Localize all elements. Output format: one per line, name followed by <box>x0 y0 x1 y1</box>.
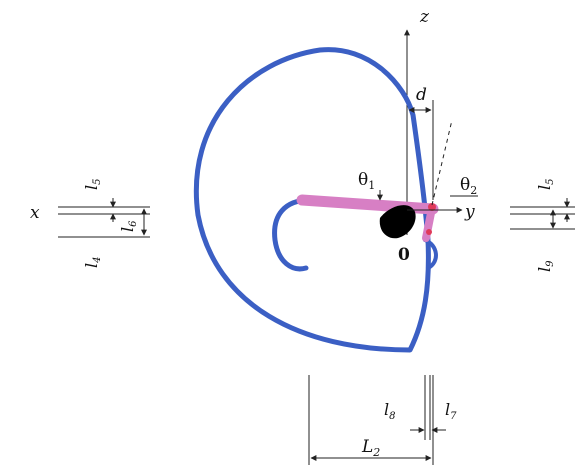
l5-left-label: l5 <box>82 179 103 191</box>
arm-joint <box>428 203 436 211</box>
stem-joint <box>426 229 432 235</box>
L2-label: L2 <box>361 437 380 459</box>
origin-label: 0 <box>398 245 410 265</box>
d-label: d <box>416 85 427 105</box>
ear-tragus <box>423 238 438 270</box>
ear-inner-curl <box>272 197 313 272</box>
l6-label: l6 <box>118 220 139 232</box>
x-axis-label: x <box>30 203 40 223</box>
tilt-reference-line <box>431 119 453 206</box>
l9-label: l9 <box>535 260 556 272</box>
theta1-label: θ1 <box>358 170 375 192</box>
earphone-arm <box>296 194 439 215</box>
earbud-icon <box>379 205 416 239</box>
z-axis-label: z <box>419 7 430 27</box>
l5-right-label: l5 <box>535 179 556 191</box>
l7-label: l7 <box>445 400 457 422</box>
l4-label: l4 <box>82 257 103 269</box>
y-axis-label: y <box>464 202 475 222</box>
l8-label: l8 <box>384 400 396 422</box>
theta2-label: θ2 <box>460 175 477 197</box>
